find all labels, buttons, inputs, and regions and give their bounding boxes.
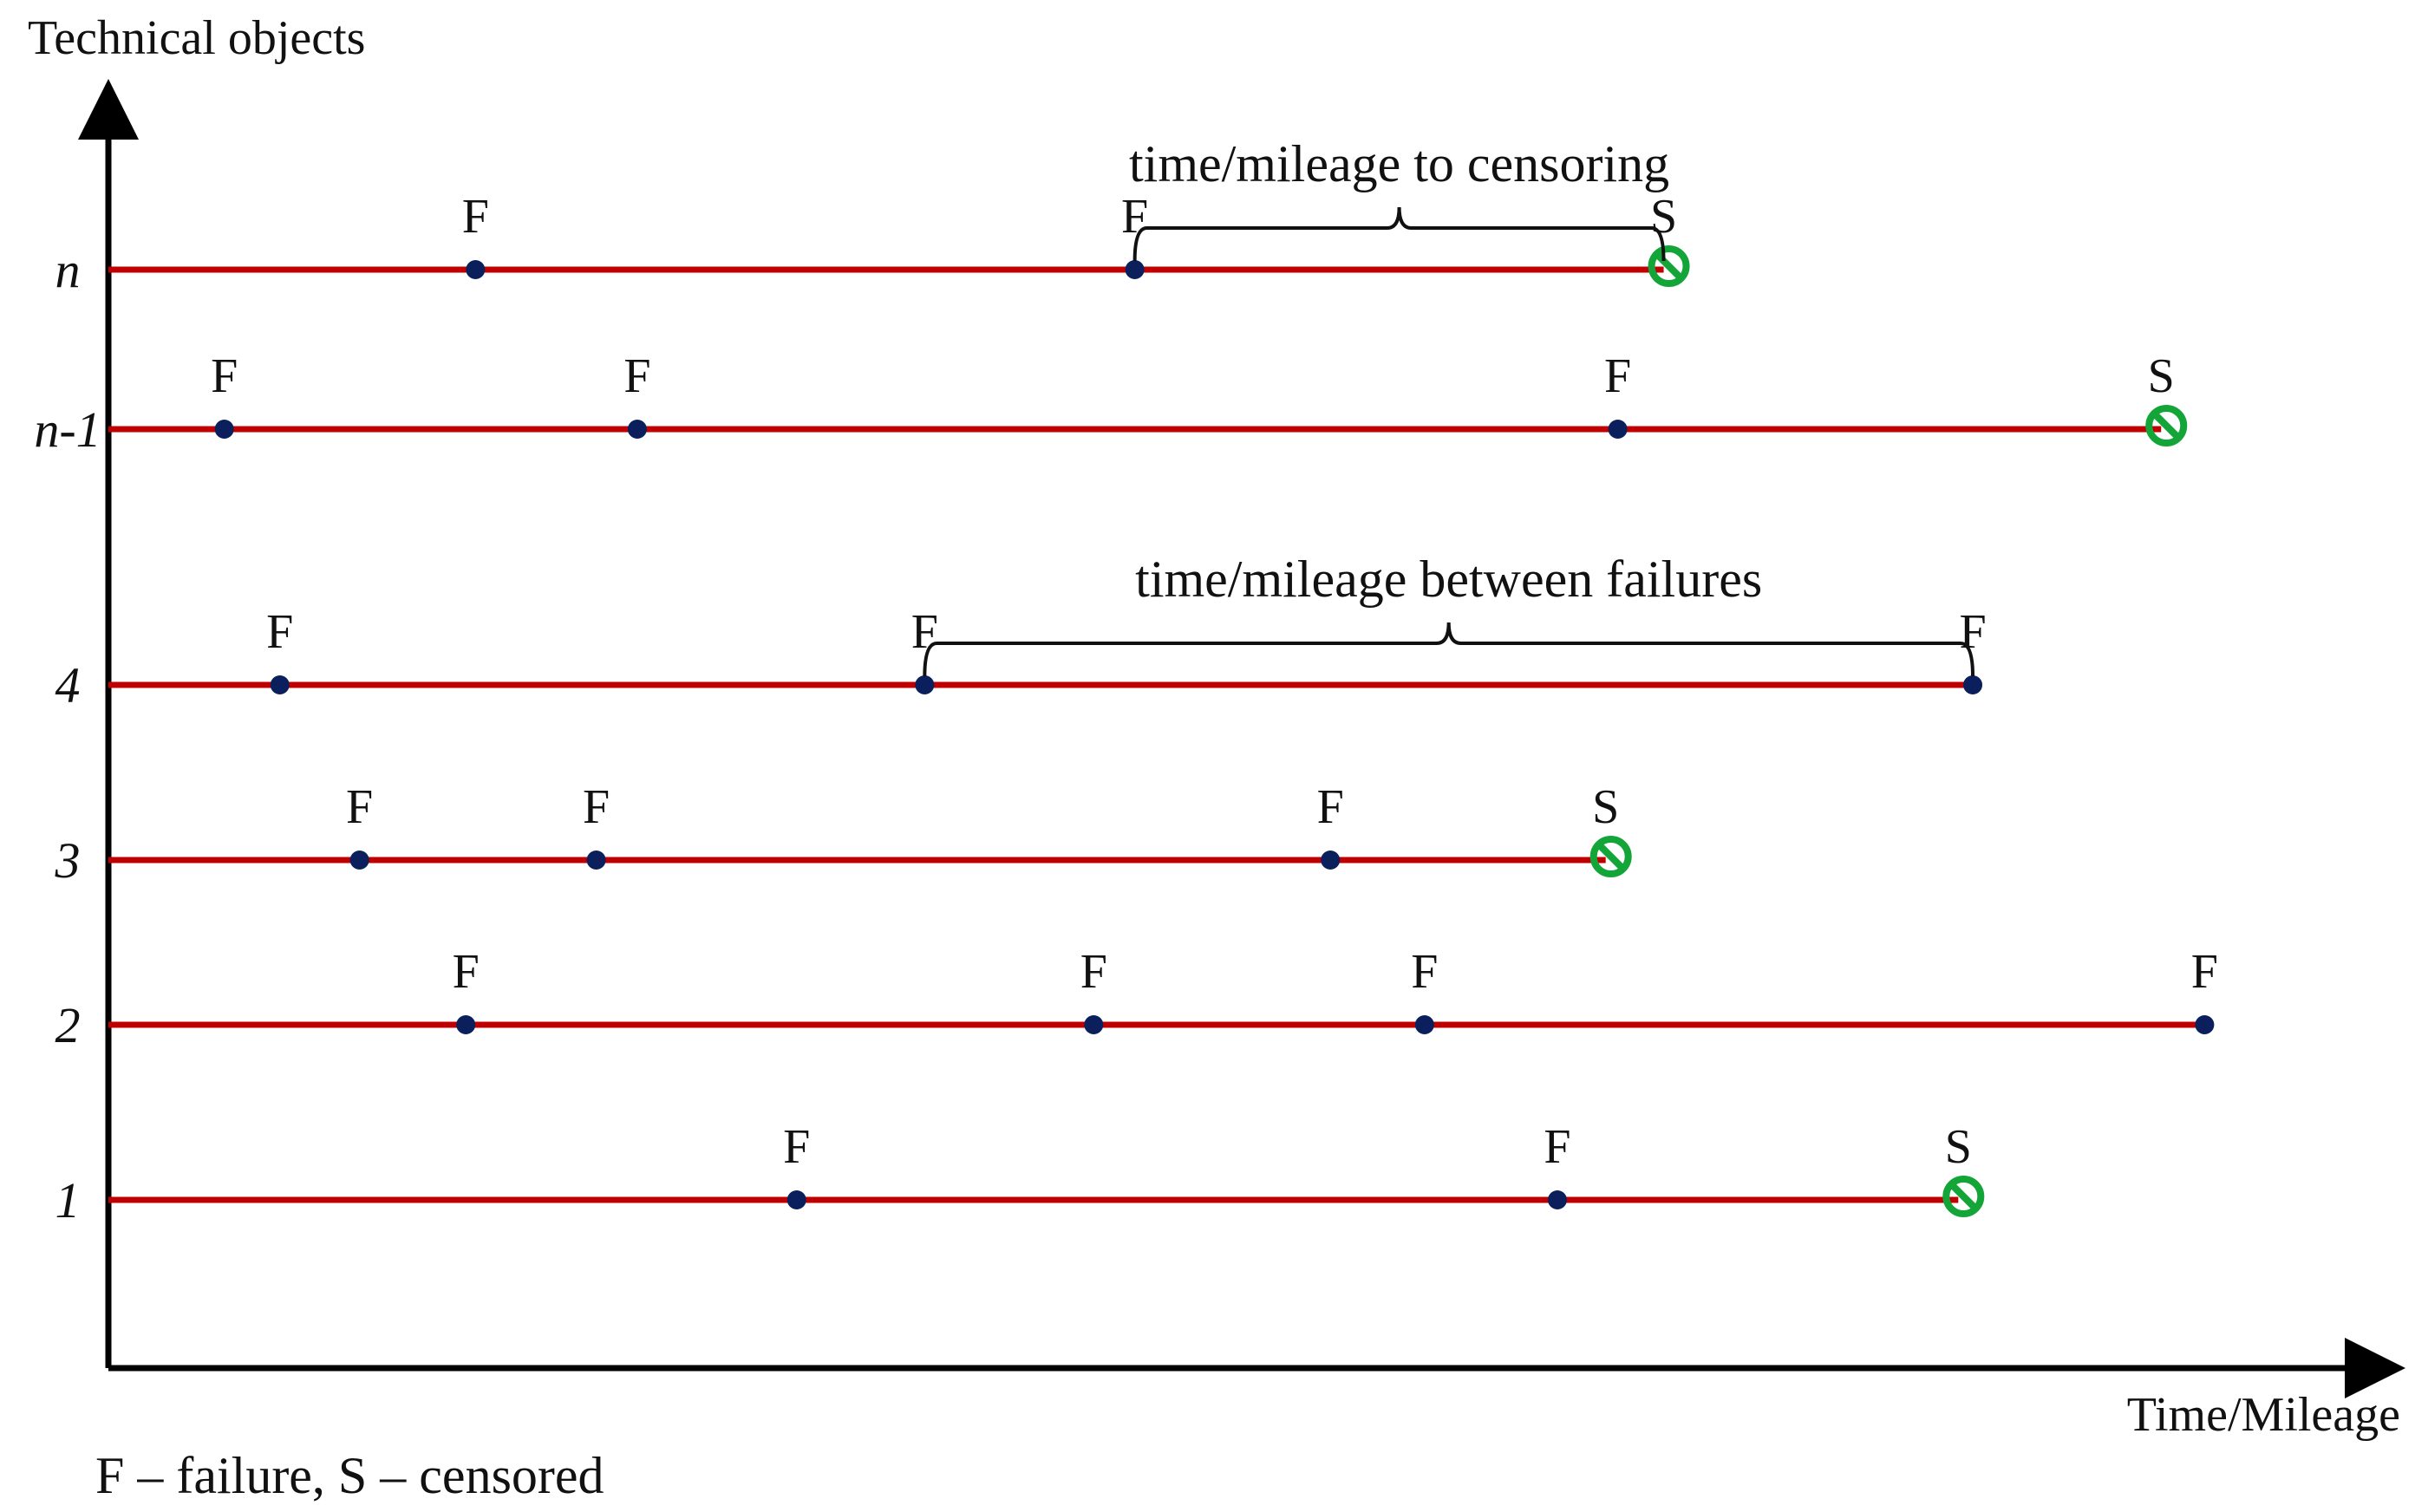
- failure-point: [456, 1015, 476, 1034]
- failure-point: [586, 850, 606, 870]
- axes: [78, 79, 2405, 1398]
- failure-label: F: [1604, 349, 1631, 403]
- failure-label: F: [783, 1120, 810, 1174]
- failure-point: [349, 850, 369, 870]
- censored-label: S: [1945, 1120, 1972, 1174]
- failure-label: F: [583, 780, 610, 834]
- failure-label: F: [1317, 780, 1344, 834]
- timeline-row: 3 F F F S: [55, 780, 1632, 889]
- failure-point: [214, 420, 234, 439]
- row-label: n: [55, 242, 81, 298]
- failure-point: [2195, 1015, 2215, 1034]
- censored-label: S: [1650, 190, 1677, 244]
- failure-label: F: [211, 349, 238, 403]
- annotations: time/mileage to censoring time/mileage be…: [923, 135, 1975, 677]
- x-axis-title: Time/Mileage: [2127, 1388, 2400, 1442]
- failure-point: [1548, 1190, 1567, 1209]
- failure-label: F: [1959, 605, 1986, 659]
- failure-point: [627, 420, 647, 439]
- timeline-row: 2 F F F F: [55, 945, 2218, 1053]
- failure-label: F: [462, 190, 489, 244]
- row-label: 4: [55, 657, 81, 714]
- censored-mark: [1589, 836, 1632, 877]
- failure-label: F: [1121, 190, 1148, 244]
- failure-label: F: [911, 605, 938, 659]
- failure-point: [1084, 1015, 1104, 1034]
- annotation: time/mileage to censoring: [1129, 135, 1669, 262]
- curly-brace: [923, 622, 1975, 677]
- legend: F – failure, S – censored: [95, 1447, 604, 1504]
- failure-label: F: [1411, 945, 1438, 999]
- failure-point: [1608, 420, 1628, 439]
- row-label: 3: [55, 832, 81, 889]
- annotation-label: time/mileage between failures: [1135, 551, 1762, 608]
- failure-label: F: [2191, 945, 2218, 999]
- censored-label: S: [1592, 780, 1619, 834]
- row-label: n-1: [34, 401, 101, 458]
- y-axis-title: Technical objects: [28, 11, 365, 65]
- censored-label: S: [2148, 349, 2175, 403]
- failure-label: F: [1080, 945, 1107, 999]
- timeline-row: 1 F F S: [55, 1120, 1985, 1228]
- failure-label: F: [266, 605, 293, 659]
- annotation-label: time/mileage to censoring: [1129, 135, 1669, 192]
- timeline-row: 4 F F F: [55, 605, 1987, 714]
- failure-point: [270, 675, 290, 694]
- annotation: time/mileage between failures: [923, 551, 1975, 677]
- failure-point: [1321, 850, 1341, 870]
- failure-point: [915, 675, 935, 694]
- censored-mark: [1648, 245, 1690, 287]
- curly-brace: [1132, 206, 1666, 262]
- failure-label: F: [1544, 1120, 1570, 1174]
- failure-label: F: [623, 349, 650, 403]
- failure-point: [1963, 675, 1983, 694]
- failure-point: [1125, 260, 1145, 279]
- failure-point: [466, 260, 486, 279]
- failure-label: F: [346, 780, 373, 834]
- failure-point: [787, 1190, 806, 1209]
- failure-label: F: [453, 945, 480, 999]
- failure-point: [1414, 1015, 1434, 1034]
- timeline-row: n-1 F F F S: [34, 349, 2188, 458]
- censored-mark: [2145, 405, 2188, 446]
- censored-mark: [1942, 1176, 1985, 1217]
- row-label: 2: [55, 997, 81, 1053]
- row-label: 1: [55, 1172, 81, 1228]
